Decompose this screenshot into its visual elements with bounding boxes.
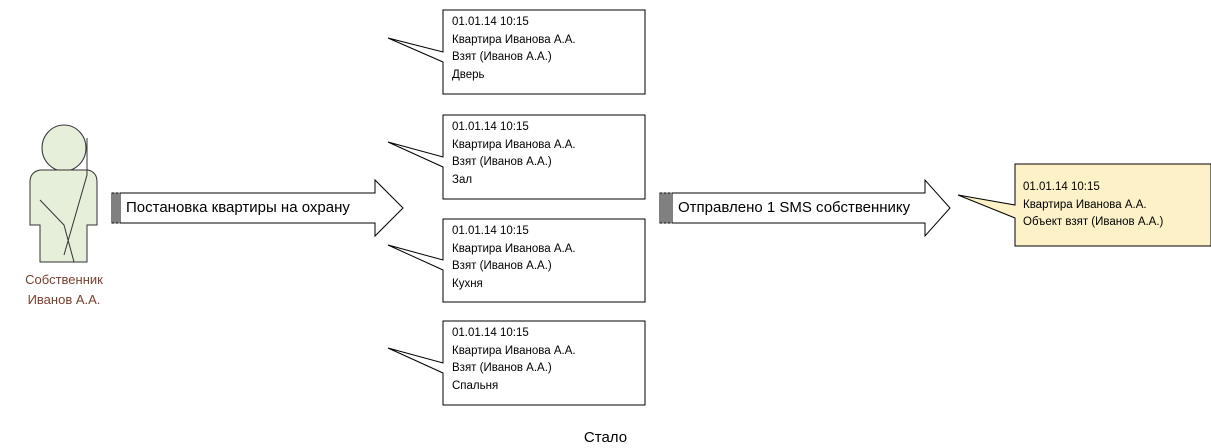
arrow-arm-label: Постановка квартиры на охрану (126, 199, 350, 216)
callout-object: Квартира Иванова А.А. (452, 33, 576, 46)
callout-datetime: 01.01.14 10:15 (452, 225, 529, 237)
arrow-sms-tail-bar-1 (659, 192, 663, 224)
actor-body (29, 169, 98, 263)
sms-callout-box (957, 163, 1211, 247)
actor-icon (29, 124, 98, 263)
sms-callout-text: 01.01.14 10:15 Квартира Иванова А.А. Объ… (1023, 179, 1163, 232)
actor-head (41, 124, 87, 172)
arrow-sms-shape (671, 178, 951, 238)
callout-datetime: 01.01.14 10:15 (452, 121, 529, 133)
arrow-sms (659, 178, 951, 238)
callout-box-2 (387, 114, 646, 200)
callout-status: Взят (Иванов А.А.) (452, 362, 552, 374)
diagram-caption: Стало (583, 429, 628, 446)
arrow-arm-tail-bar-1 (111, 192, 115, 224)
callout-zone: Дверь (452, 68, 485, 81)
actor-label: Собственник Иванов А.А. (0, 270, 128, 310)
arrow-sms-tail-bar-3 (667, 192, 671, 224)
callout-box-4 (387, 320, 646, 406)
callout-object: Квартира Иванова А.А. (452, 242, 576, 255)
sms-callout-status: Объект взят (Иванов А.А.) (1023, 216, 1164, 228)
arrow-arm (111, 178, 404, 238)
callout-status: Взят (Иванов А.А.) (452, 51, 552, 63)
callout-status: Взят (Иванов А.А.) (452, 156, 552, 168)
callout-object: Квартира Иванова А.А. (452, 344, 576, 357)
callout-zone: Кухня (452, 277, 483, 290)
arrow-arm-tail-bar-2 (115, 192, 119, 224)
callout-zone: Спальня (452, 379, 499, 392)
callout-box-1 (387, 9, 646, 95)
actor-name-line2: Иванов А.А. (27, 292, 101, 307)
callout-text-3: 01.01.14 10:15 Квартира Иванова А.А. Взя… (452, 223, 576, 293)
callout-box-3 (387, 218, 646, 303)
callout-object: Квартира Иванова А.А. (452, 138, 576, 151)
sms-callout-object: Квартира Иванова А.А. (1023, 198, 1147, 211)
sms-callout-datetime: 01.01.14 10:15 (1023, 181, 1100, 193)
arrow-sms-label: Отправлено 1 SMS собственнику (678, 199, 911, 216)
callout-zone: Зал (452, 173, 473, 186)
actor-name-line1: Собственник (25, 272, 103, 287)
callout-text-2: 01.01.14 10:15 Квартира Иванова А.А. Взя… (452, 119, 576, 189)
callout-text-1: 01.01.14 10:15 Квартира Иванова А.А. Взя… (452, 14, 576, 84)
callout-datetime: 01.01.14 10:15 (452, 16, 529, 28)
arrow-sms-tail-bar-2 (663, 192, 667, 224)
arrow-arm-shape (119, 178, 404, 238)
callout-datetime: 01.01.14 10:15 (452, 327, 529, 339)
callout-text-4: 01.01.14 10:15 Квартира Иванова А.А. Взя… (452, 325, 576, 395)
actor-detail-lines (39, 138, 88, 263)
callout-status: Взят (Иванов А.А.) (452, 260, 552, 272)
